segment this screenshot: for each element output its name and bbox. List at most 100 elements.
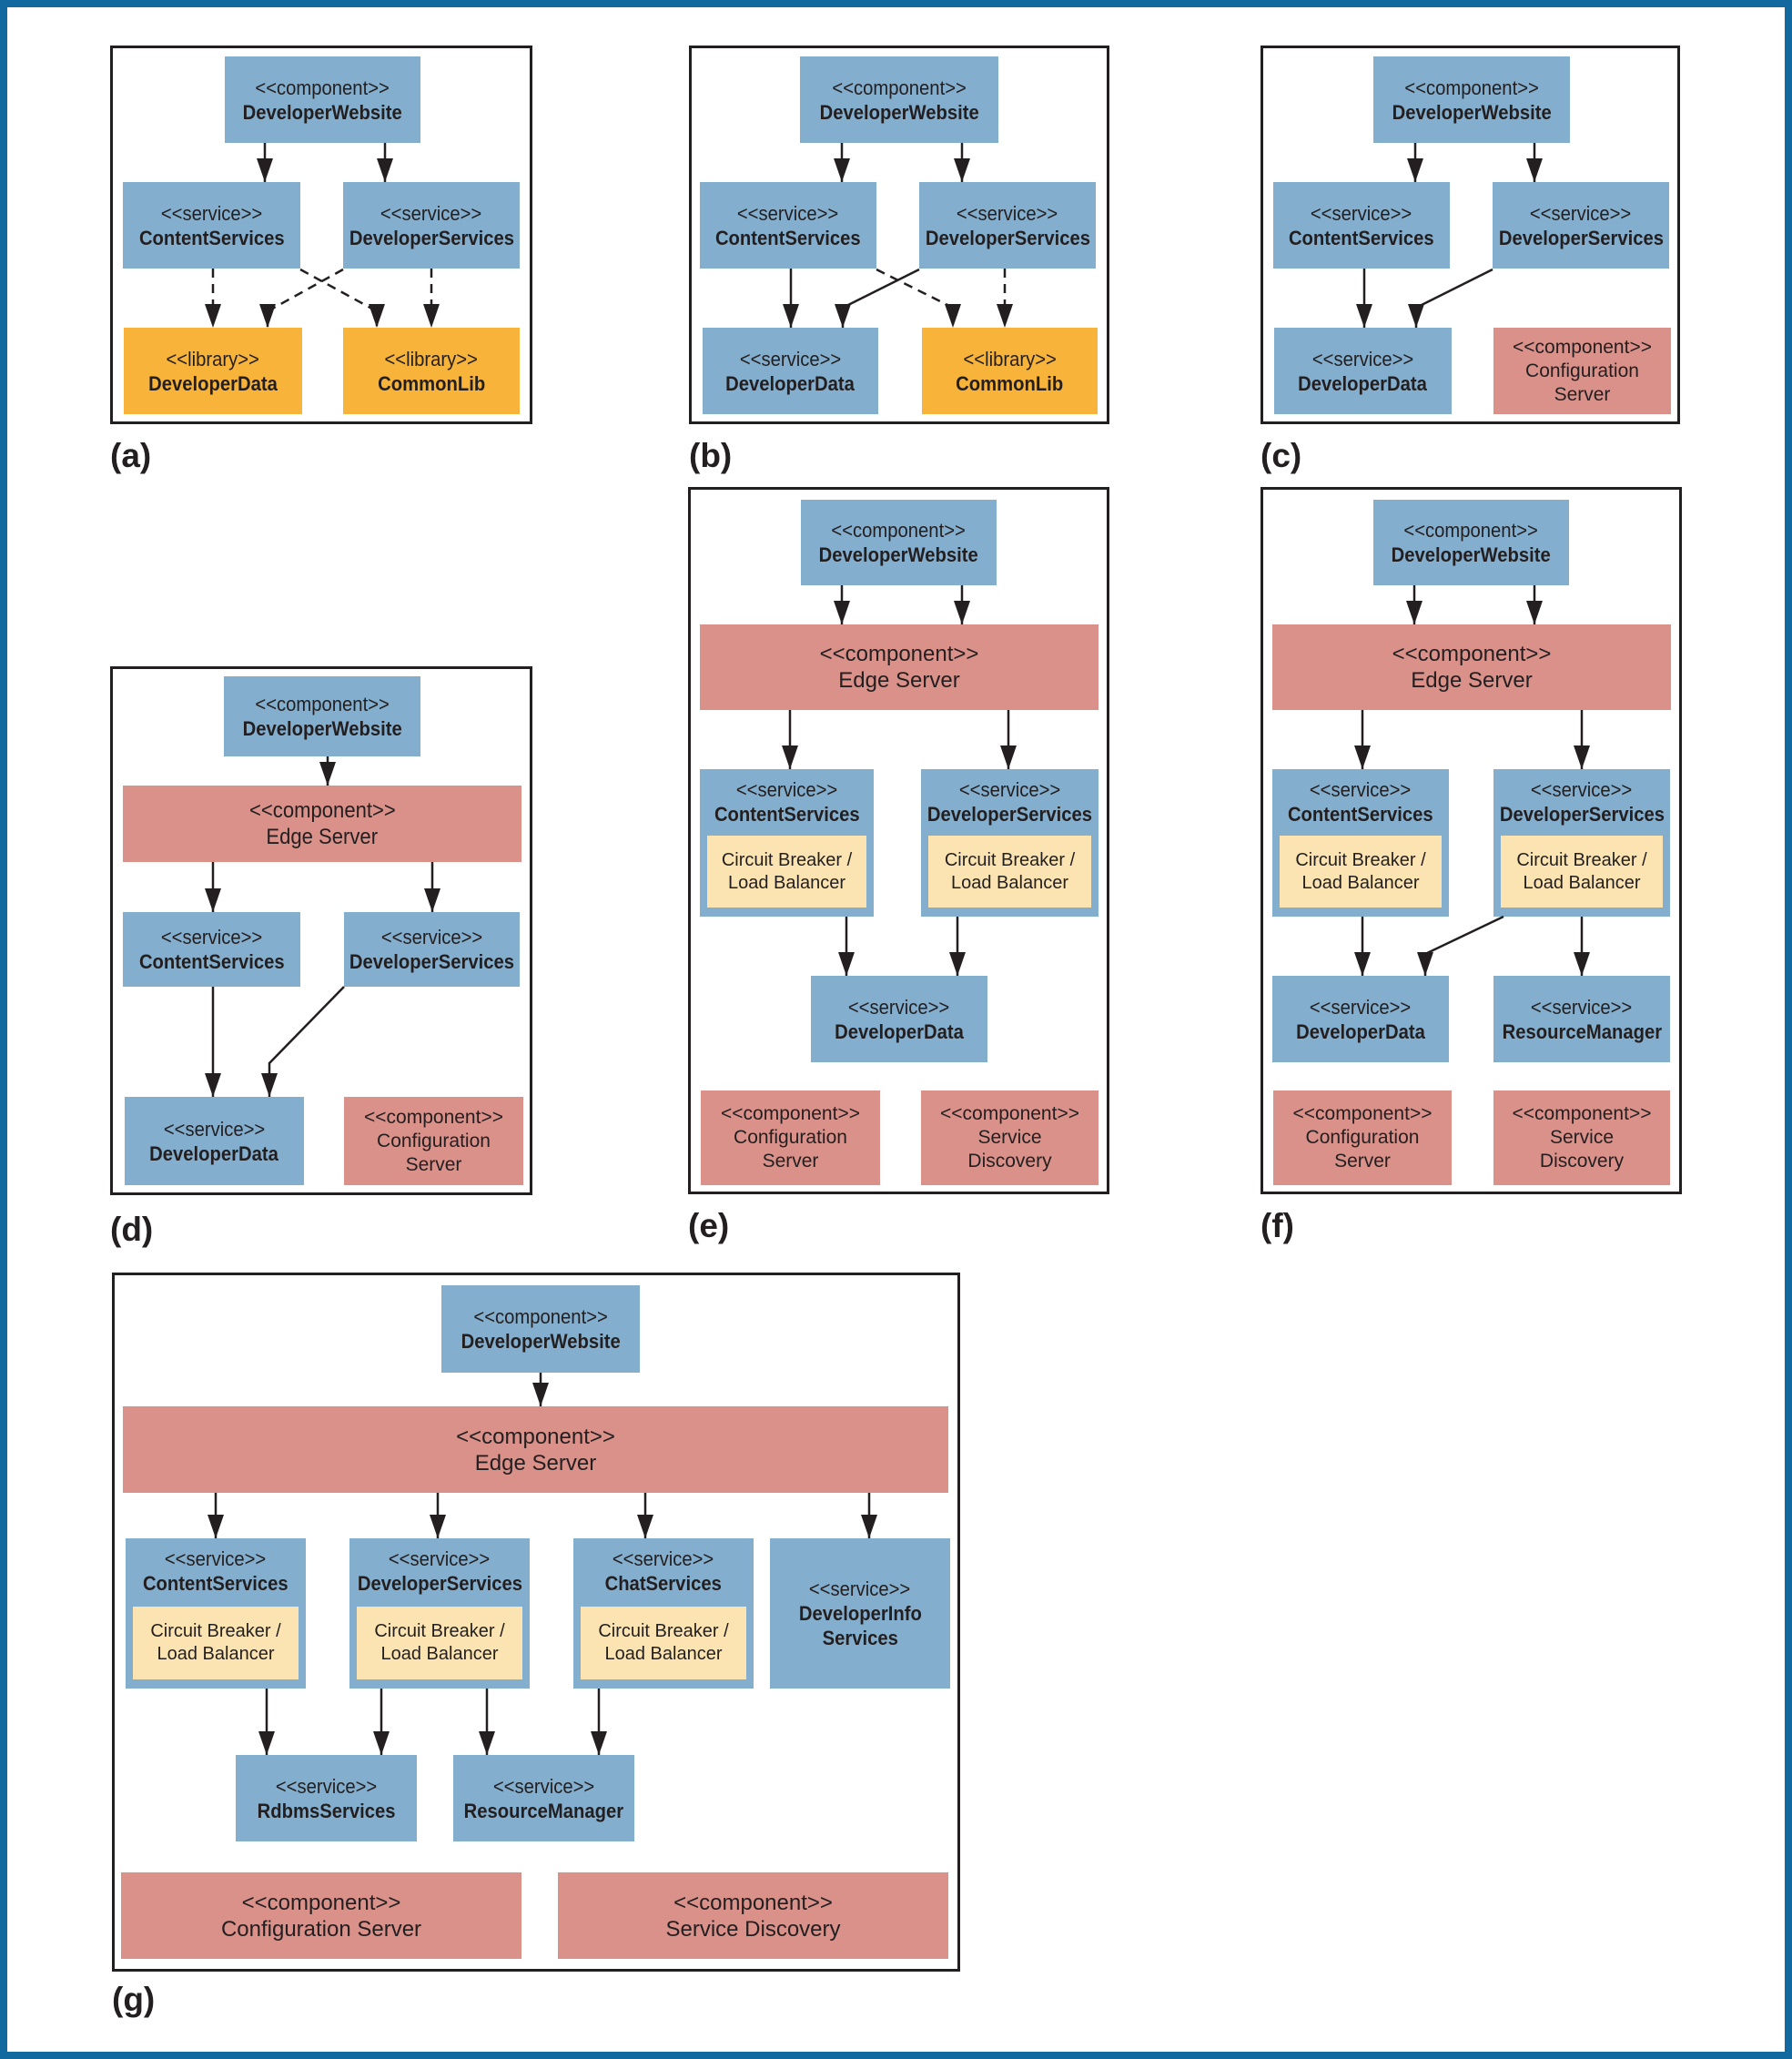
node-text-line: <<service>> bbox=[492, 1774, 595, 1798]
node-text-line: <<service>> bbox=[735, 778, 838, 801]
node-text-line: <<service>> bbox=[1311, 347, 1414, 370]
node-text-line: <<component>> bbox=[255, 693, 390, 715]
node-edge-server: <<component>>Edge Server bbox=[1272, 624, 1671, 710]
node-circuit-breaker-load-balancer: Circuit Breaker /Load Balancer bbox=[707, 836, 866, 908]
panel-b-label: (b) bbox=[689, 437, 733, 474]
node-text-line: <<service>> bbox=[737, 201, 839, 225]
node-text-line: <<service>> bbox=[1311, 201, 1412, 225]
node-circuit-breaker-load-balancer: Circuit Breaker /Load Balancer bbox=[1280, 836, 1442, 908]
panel-a-label: (a) bbox=[110, 437, 152, 474]
node-text-line: DeveloperWebsite bbox=[242, 717, 402, 740]
node-developer-services: <<service>>DeveloperServices bbox=[344, 912, 520, 987]
node-text-line: Circuit Breaker / bbox=[1295, 849, 1426, 870]
node-text-line: Load Balancer bbox=[157, 1644, 275, 1664]
node-developer-data-service: <<service>>DeveloperData bbox=[703, 328, 878, 414]
node-text-line: <<service>> bbox=[739, 347, 842, 370]
node-content-services: <<service>>ContentServices bbox=[700, 182, 876, 269]
node-text-line: <<service>> bbox=[957, 201, 1058, 225]
node-text-line: Load Balancer bbox=[380, 1644, 499, 1664]
node-text-line: <<component>> bbox=[940, 1103, 1079, 1124]
node-circuit-breaker-load-balancer: Circuit Breaker /Load Balancer bbox=[928, 836, 1091, 908]
node-commonlib-library: <<library>>CommonLib bbox=[343, 328, 520, 414]
node-text-line: Configuration bbox=[1525, 360, 1639, 381]
node-text-line: <<service>> bbox=[809, 1577, 911, 1600]
node-text-line: DeveloperWebsite bbox=[1391, 543, 1552, 566]
node-text-line: <<service>> bbox=[848, 995, 950, 1019]
node-developer-data-service: <<service>>DeveloperData bbox=[1274, 328, 1452, 414]
node-text-line: ContentServices bbox=[714, 803, 860, 826]
node-text-line: Edge Server bbox=[1411, 668, 1533, 693]
node-developer-data-service: <<service>>DeveloperData bbox=[125, 1097, 304, 1185]
node-text-line: <<service>> bbox=[160, 201, 263, 225]
node-text-line: <<component>> bbox=[255, 76, 390, 99]
node-developer-website: <<component>>DeveloperWebsite bbox=[1373, 56, 1570, 143]
node-text-line: <<service>> bbox=[1530, 201, 1632, 225]
node-text-line: DeveloperData bbox=[835, 1019, 964, 1043]
node-developer-website: <<component>>DeveloperWebsite bbox=[441, 1285, 640, 1373]
panel-c-label: (c) bbox=[1260, 437, 1302, 474]
node-text-line: <<service>> bbox=[275, 1774, 378, 1798]
node-text-line: Circuit Breaker / bbox=[150, 1621, 281, 1641]
node-developer-website: <<component>>DeveloperWebsite bbox=[225, 56, 420, 143]
node-text-line: Circuit Breaker / bbox=[944, 849, 1076, 870]
node-text-line: Load Balancer bbox=[1523, 872, 1641, 893]
node-developer-data-service: <<service>>DeveloperData bbox=[1272, 976, 1449, 1062]
node-text-line: ContentServices bbox=[138, 950, 285, 973]
panel-f-label: (f) bbox=[1260, 1207, 1294, 1244]
node-developer-services: <<service>>DeveloperServices bbox=[1493, 182, 1669, 269]
node-text-line: DeveloperInfo bbox=[798, 1602, 922, 1625]
node-text-line: <<component>> bbox=[1513, 336, 1652, 358]
node-configuration-server: <<component>>Configuration Server bbox=[121, 1872, 521, 1959]
node-text-line: Configuration Server bbox=[220, 1916, 422, 1942]
node-edge-server: <<component>>Edge Server bbox=[700, 624, 1098, 710]
node-text-line: Load Balancer bbox=[604, 1644, 723, 1664]
panel-g-label: (g) bbox=[112, 1981, 156, 2018]
node-text-line: ContentServices bbox=[715, 226, 861, 249]
node-text-line: ContentServices bbox=[1289, 226, 1434, 249]
node-text-line: ContentServices bbox=[143, 1572, 289, 1595]
node-text-line: <<component>> bbox=[473, 1305, 608, 1328]
node-text-line: <<component>> bbox=[673, 1890, 833, 1915]
node-text-line: Service Discovery bbox=[665, 1916, 841, 1942]
node-text-line: Circuit Breaker / bbox=[1516, 849, 1647, 870]
node-text-line: <<component>> bbox=[819, 642, 979, 666]
node-text-line: ResourceManager bbox=[1502, 1019, 1662, 1043]
node-circuit-breaker-load-balancer: Circuit Breaker / Load Balancer bbox=[133, 1607, 299, 1679]
node-text-line: <<service>> bbox=[165, 1547, 267, 1570]
node-text-line: ChatServices bbox=[604, 1572, 723, 1595]
node-text-line: <<service>> bbox=[1310, 995, 1412, 1019]
node-text-line: Configuration bbox=[1305, 1127, 1420, 1148]
node-developer-services: <<service>>DeveloperServices bbox=[343, 182, 520, 269]
node-text-line: DeveloperServices bbox=[1498, 226, 1664, 249]
panel-d-label: (d) bbox=[110, 1211, 154, 1248]
node-text-line: Circuit Breaker / bbox=[598, 1621, 729, 1641]
node-text-line: <<component>> bbox=[364, 1106, 503, 1128]
node-circuit-breaker-load-balancer: Circuit Breaker / Load Balancer bbox=[357, 1607, 522, 1679]
node-text-line: Service bbox=[1549, 1127, 1615, 1148]
node-text-line: DeveloperWebsite bbox=[1392, 100, 1552, 124]
node-text-line: DeveloperWebsite bbox=[461, 1330, 621, 1353]
node-text-line: <<component>> bbox=[1403, 519, 1539, 542]
node-text-line: DeveloperData bbox=[149, 1141, 279, 1165]
node-text-line: DeveloperData bbox=[1298, 371, 1428, 395]
node-circuit-breaker-load-balancer: Circuit Breaker / Load Balancer bbox=[581, 1607, 746, 1679]
node-text-line: <<service>> bbox=[958, 778, 1061, 801]
node-service-discovery: <<component>>Service Discovery bbox=[558, 1872, 948, 1959]
node-text-line: DeveloperData bbox=[725, 371, 856, 395]
node-text-line: <<service>> bbox=[1531, 778, 1633, 801]
node-text-line: DeveloperServices bbox=[349, 226, 514, 249]
node-text-line: Circuit Breaker / bbox=[374, 1621, 505, 1641]
node-text-line: RdbmsServices bbox=[257, 1799, 396, 1822]
node-rdbms-services: <<service>>RdbmsServices bbox=[236, 1755, 417, 1841]
node-text-line: <<service>> bbox=[160, 926, 263, 948]
node-edge-server: <<component>>Edge Server bbox=[123, 786, 521, 862]
node-content-services: <<service>>ContentServices bbox=[123, 182, 300, 269]
node-circuit-breaker-load-balancer: Circuit Breaker /Load Balancer bbox=[1501, 836, 1663, 908]
node-text-line: <<library>> bbox=[384, 347, 479, 370]
node-text-line: ContentServices bbox=[138, 226, 285, 249]
